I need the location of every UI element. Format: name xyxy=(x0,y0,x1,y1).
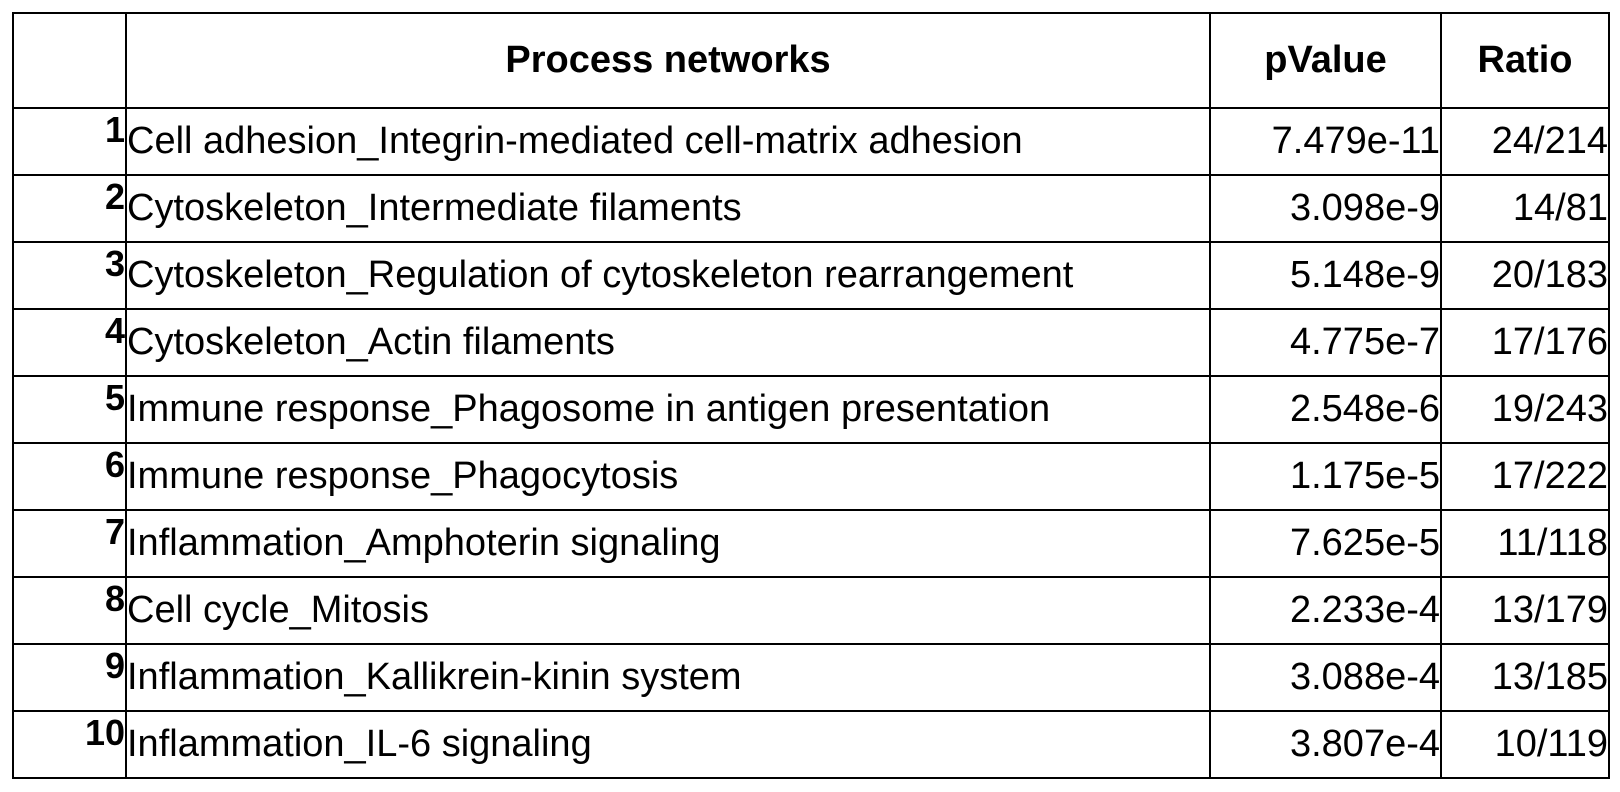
ratio-cell: 10/119 xyxy=(1441,711,1609,778)
row-index: 6 xyxy=(13,443,126,510)
pvalue-cell: 4.775e-7 xyxy=(1210,309,1441,376)
process-name: Cytoskeleton_Actin filaments xyxy=(126,309,1210,376)
table-row: 2 Cytoskeleton_Intermediate filaments 3.… xyxy=(13,175,1609,242)
process-name: Cytoskeleton_Intermediate filaments xyxy=(126,175,1210,242)
process-name: Inflammation_Kallikrein-kinin system xyxy=(126,644,1210,711)
process-name: Immune response_Phagocytosis xyxy=(126,443,1210,510)
process-name: Cell adhesion_Integrin-mediated cell-mat… xyxy=(126,108,1210,175)
ratio-cell: 13/185 xyxy=(1441,644,1609,711)
table-row: 1 Cell adhesion_Integrin-mediated cell-m… xyxy=(13,108,1609,175)
pvalue-cell: 3.088e-4 xyxy=(1210,644,1441,711)
row-index: 10 xyxy=(13,711,126,778)
row-index: 7 xyxy=(13,510,126,577)
table-row: 10 Inflammation_IL-6 signaling 3.807e-4 … xyxy=(13,711,1609,778)
table-row: 5 Immune response_Phagosome in antigen p… xyxy=(13,376,1609,443)
pvalue-cell: 2.548e-6 xyxy=(1210,376,1441,443)
process-name: Cytoskeleton_Regulation of cytoskeleton … xyxy=(126,242,1210,309)
header-process-networks: Process networks xyxy=(126,13,1210,108)
row-index: 5 xyxy=(13,376,126,443)
header-row: Process networks pValue Ratio xyxy=(13,13,1609,108)
row-index: 3 xyxy=(13,242,126,309)
pvalue-cell: 7.479e-11 xyxy=(1210,108,1441,175)
header-index xyxy=(13,13,126,108)
ratio-cell: 20/183 xyxy=(1441,242,1609,309)
header-pvalue: pValue xyxy=(1210,13,1441,108)
ratio-cell: 19/243 xyxy=(1441,376,1609,443)
table-row: 6 Immune response_Phagocytosis 1.175e-5 … xyxy=(13,443,1609,510)
table-row: 7 Inflammation_Amphoterin signaling 7.62… xyxy=(13,510,1609,577)
pvalue-cell: 3.098e-9 xyxy=(1210,175,1441,242)
ratio-cell: 17/176 xyxy=(1441,309,1609,376)
row-index: 1 xyxy=(13,108,126,175)
table-row: 4 Cytoskeleton_Actin filaments 4.775e-7 … xyxy=(13,309,1609,376)
header-ratio: Ratio xyxy=(1441,13,1609,108)
table-row: 9 Inflammation_Kallikrein-kinin system 3… xyxy=(13,644,1609,711)
ratio-cell: 11/118 xyxy=(1441,510,1609,577)
process-name: Inflammation_Amphoterin signaling xyxy=(126,510,1210,577)
process-name: Cell cycle_Mitosis xyxy=(126,577,1210,644)
ratio-cell: 14/81 xyxy=(1441,175,1609,242)
process-name: Immune response_Phagosome in antigen pre… xyxy=(126,376,1210,443)
ratio-cell: 17/222 xyxy=(1441,443,1609,510)
process-name: Inflammation_IL-6 signaling xyxy=(126,711,1210,778)
pvalue-cell: 7.625e-5 xyxy=(1210,510,1441,577)
pvalue-cell: 2.233e-4 xyxy=(1210,577,1441,644)
ratio-cell: 13/179 xyxy=(1441,577,1609,644)
pvalue-cell: 1.175e-5 xyxy=(1210,443,1441,510)
table-row: 3 Cytoskeleton_Regulation of cytoskeleto… xyxy=(13,242,1609,309)
pvalue-cell: 3.807e-4 xyxy=(1210,711,1441,778)
row-index: 4 xyxy=(13,309,126,376)
row-index: 2 xyxy=(13,175,126,242)
row-index: 8 xyxy=(13,577,126,644)
process-networks-table: Process networks pValue Ratio 1 Cell adh… xyxy=(12,12,1610,779)
ratio-cell: 24/214 xyxy=(1441,108,1609,175)
table-row: 8 Cell cycle_Mitosis 2.233e-4 13/179 xyxy=(13,577,1609,644)
pvalue-cell: 5.148e-9 xyxy=(1210,242,1441,309)
row-index: 9 xyxy=(13,644,126,711)
